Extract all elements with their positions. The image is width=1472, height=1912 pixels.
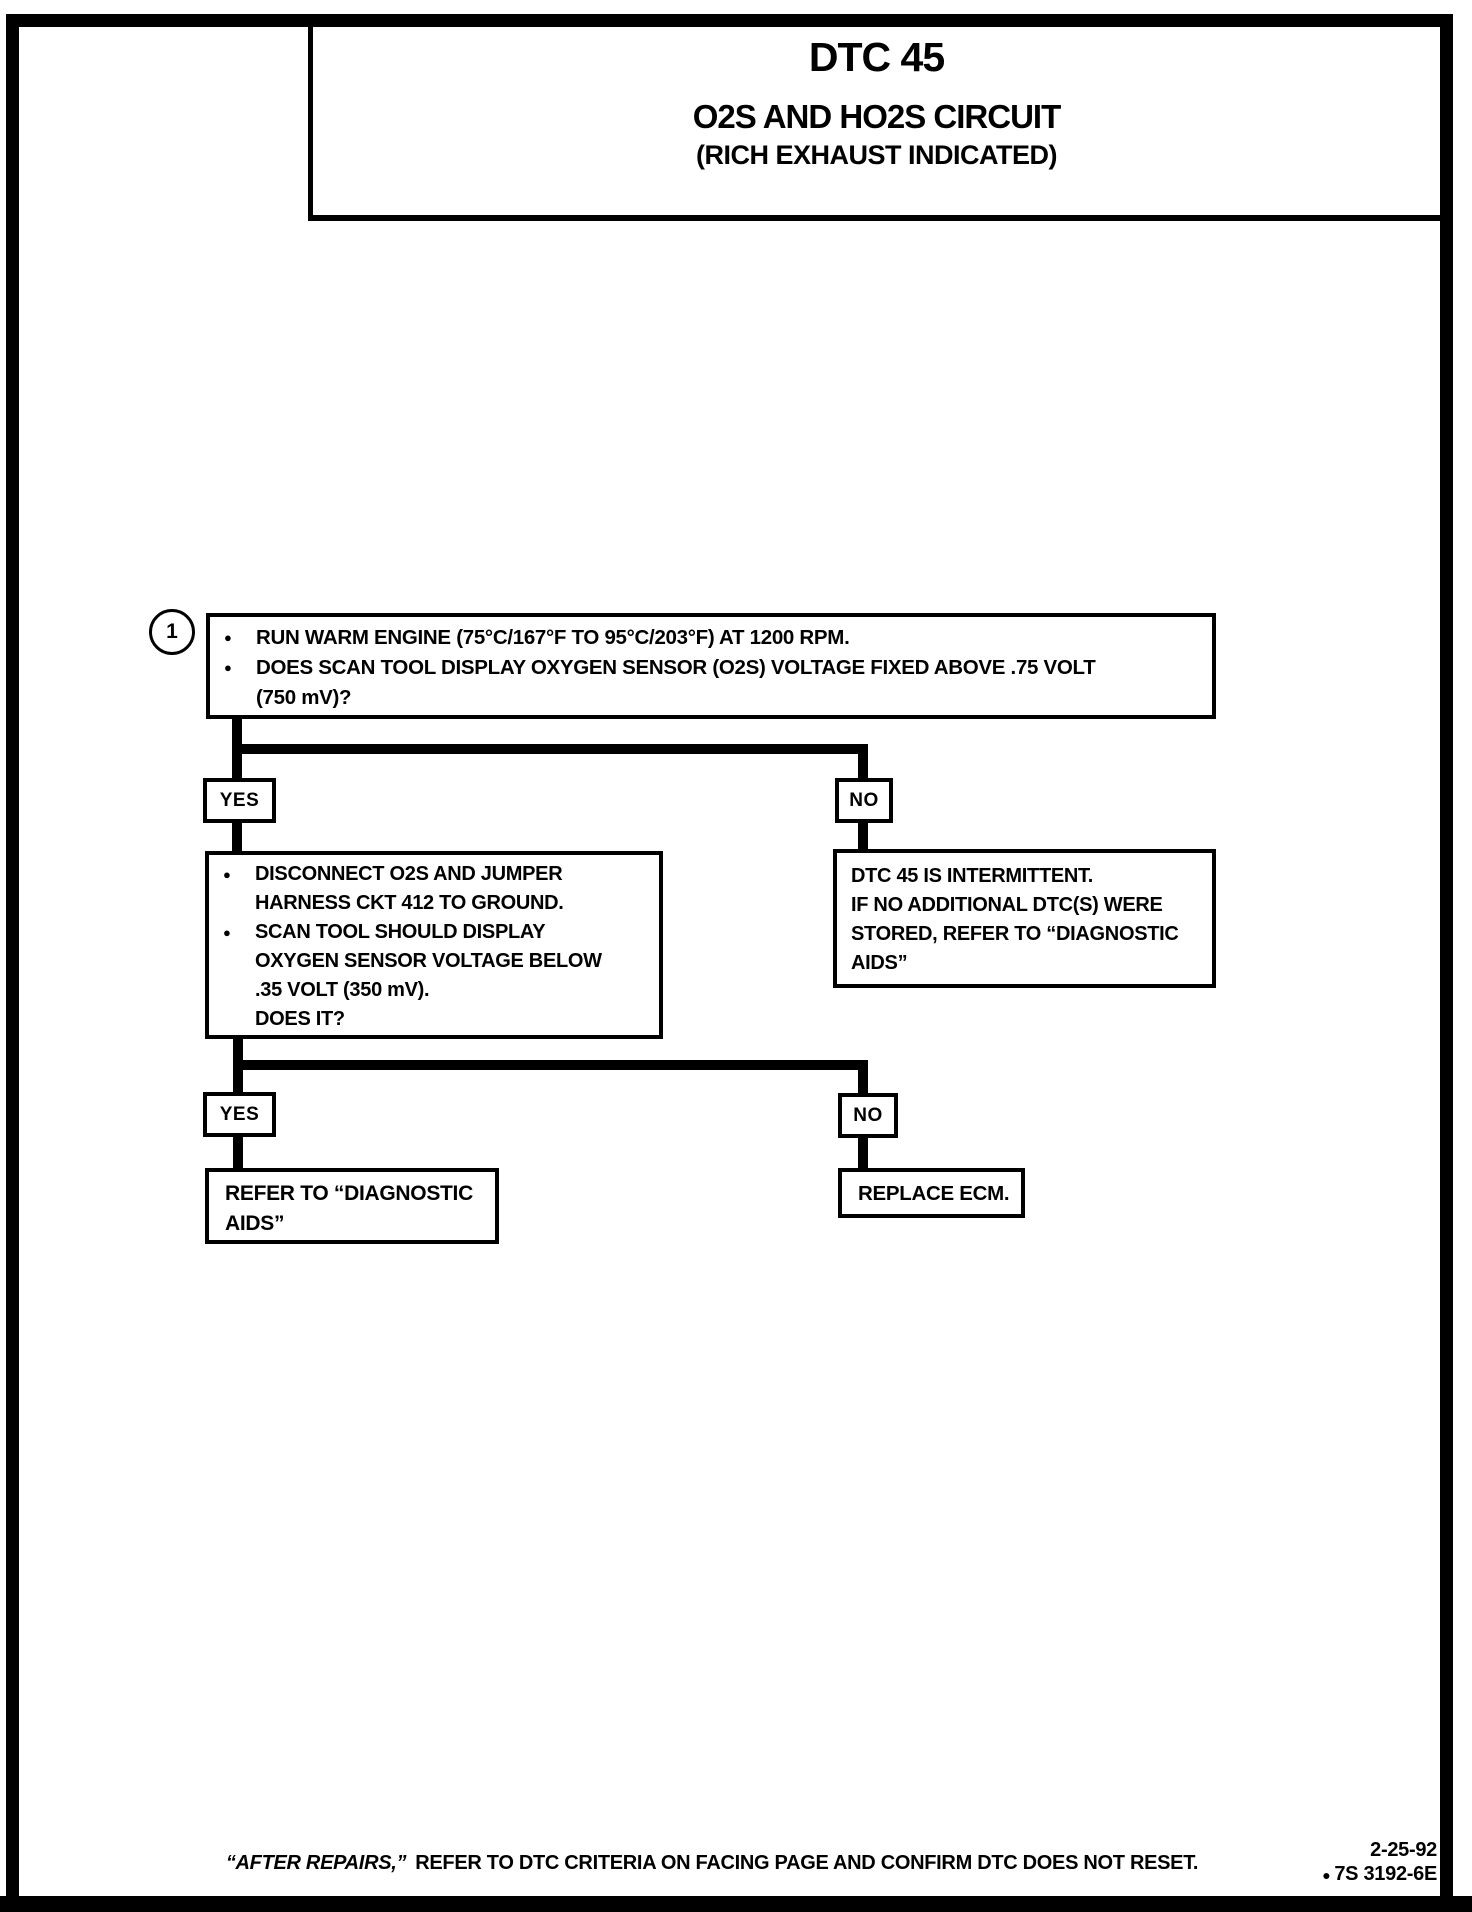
page-border-right [1440,14,1453,1900]
decision-yes-box: YES [203,778,276,823]
flow-box-line: AIDS” [851,952,908,974]
page-border-left [6,14,19,1900]
connector-line [232,717,242,747]
title-box-divider-bottom [308,215,1440,221]
connector-line [233,1060,868,1070]
bullet-icon: ● [224,660,232,675]
bullet-icon: ● [224,630,232,645]
bullet-icon: ● [223,867,231,882]
connector-line [233,1068,243,1094]
flow-box-step1: ● RUN WARM ENGINE (75°C/167°F TO 95°C/20… [206,613,1216,719]
footer-note-text: REFER TO DTC CRITERIA ON FACING PAGE AND… [415,1852,1199,1874]
flow-box-line: ● DISCONNECT O2S AND JUMPER [209,860,659,889]
step-text: DISCONNECT O2S AND JUMPER [255,863,563,885]
decision-no-box: NO [838,1093,898,1138]
decision-yes-box: YES [203,1092,276,1137]
footer-note-italic: “AFTER REPAIRS,” [225,1852,407,1874]
step-text: SCAN TOOL SHOULD DISPLAY [255,921,546,943]
flow-box-line: DTC 45 IS INTERMITTENT. [851,865,1094,887]
connector-line [233,1135,243,1169]
flow-box-line: REFER TO “DIAGNOSTIC [225,1182,473,1205]
flow-box-line: DOES IT? [209,1005,659,1034]
decision-no-box: NO [835,778,893,823]
connector-line [858,752,868,780]
step-text: DOES SCAN TOOL DISPLAY OXYGEN SENSOR (O2… [256,656,1096,679]
document-reference: 2-25-92 ●7S 3192-6E [1322,1838,1437,1887]
step-number-badge: 1 [149,609,195,655]
flow-box-line: HARNESS CKT 412 TO GROUND. [209,889,659,918]
bullet-icon: ● [223,925,231,940]
connector-line [232,752,242,780]
flow-box-line: OXYGEN SENSOR VOLTAGE BELOW [209,947,659,976]
flow-box-line: .35 VOLT (350 mV). [209,976,659,1005]
step-text: OXYGEN SENSOR VOLTAGE BELOW [255,950,602,972]
step-text: (750 mV)? [256,686,352,709]
page-title: DTC 45 [808,34,945,80]
flow-box-line: ● RUN WARM ENGINE (75°C/167°F TO 95°C/20… [210,623,1212,653]
connector-line [233,1037,243,1064]
connector-line [858,821,868,850]
flow-box-line: AIDS” [225,1212,285,1235]
bullet-icon: ● [1322,1867,1331,1883]
page-subtitle-2: (RICH EXHAUST INDICATED) [696,140,1058,170]
flow-box-line: ● SCAN TOOL SHOULD DISPLAY [209,918,659,947]
document-number-text: 7S 3192-6E [1334,1863,1437,1885]
document-number: ●7S 3192-6E [1322,1862,1437,1887]
flow-box-line: ● DOES SCAN TOOL DISPLAY OXYGEN SENSOR (… [210,653,1212,683]
title-box-divider-vertical [308,27,313,218]
flow-box-line: IF NO ADDITIONAL DTC(S) WERE [851,894,1163,916]
page-border-top [6,14,1453,27]
flow-box-line: REPLACE ECM. [858,1181,1010,1205]
flow-box-line: STORED, REFER TO “DIAGNOSTIC [851,923,1179,945]
footer-note: “AFTER REPAIRS,” REFER TO DTC CRITERIA ON… [0,1852,1424,1875]
step-text: HARNESS CKT 412 TO GROUND. [255,892,564,914]
flow-box-replace-ecm: REPLACE ECM. [838,1168,1025,1218]
connector-line [232,821,242,852]
connector-line [858,1136,868,1169]
connector-line [858,1068,868,1095]
page-border-bottom [0,1896,1472,1912]
step-text: .35 VOLT (350 mV). [255,979,430,1001]
step-text: RUN WARM ENGINE (75°C/167°F TO 95°C/203°… [256,626,850,649]
revision-date: 2-25-92 [1370,1839,1437,1861]
flow-box-intermittent: DTC 45 IS INTERMITTENT. IF NO ADDITIONAL… [833,849,1216,988]
flow-box-refer-diagnostic-aids: REFER TO “DIAGNOSTIC AIDS” [205,1168,499,1244]
flow-box-line: (750 mV)? [210,683,1212,713]
page-subtitle: O2S AND HO2S CIRCUIT [692,98,1062,135]
step-text: DOES IT? [255,1008,345,1030]
flow-box-step2: ● DISCONNECT O2S AND JUMPER HARNESS CKT … [205,851,663,1039]
connector-line [232,744,868,754]
